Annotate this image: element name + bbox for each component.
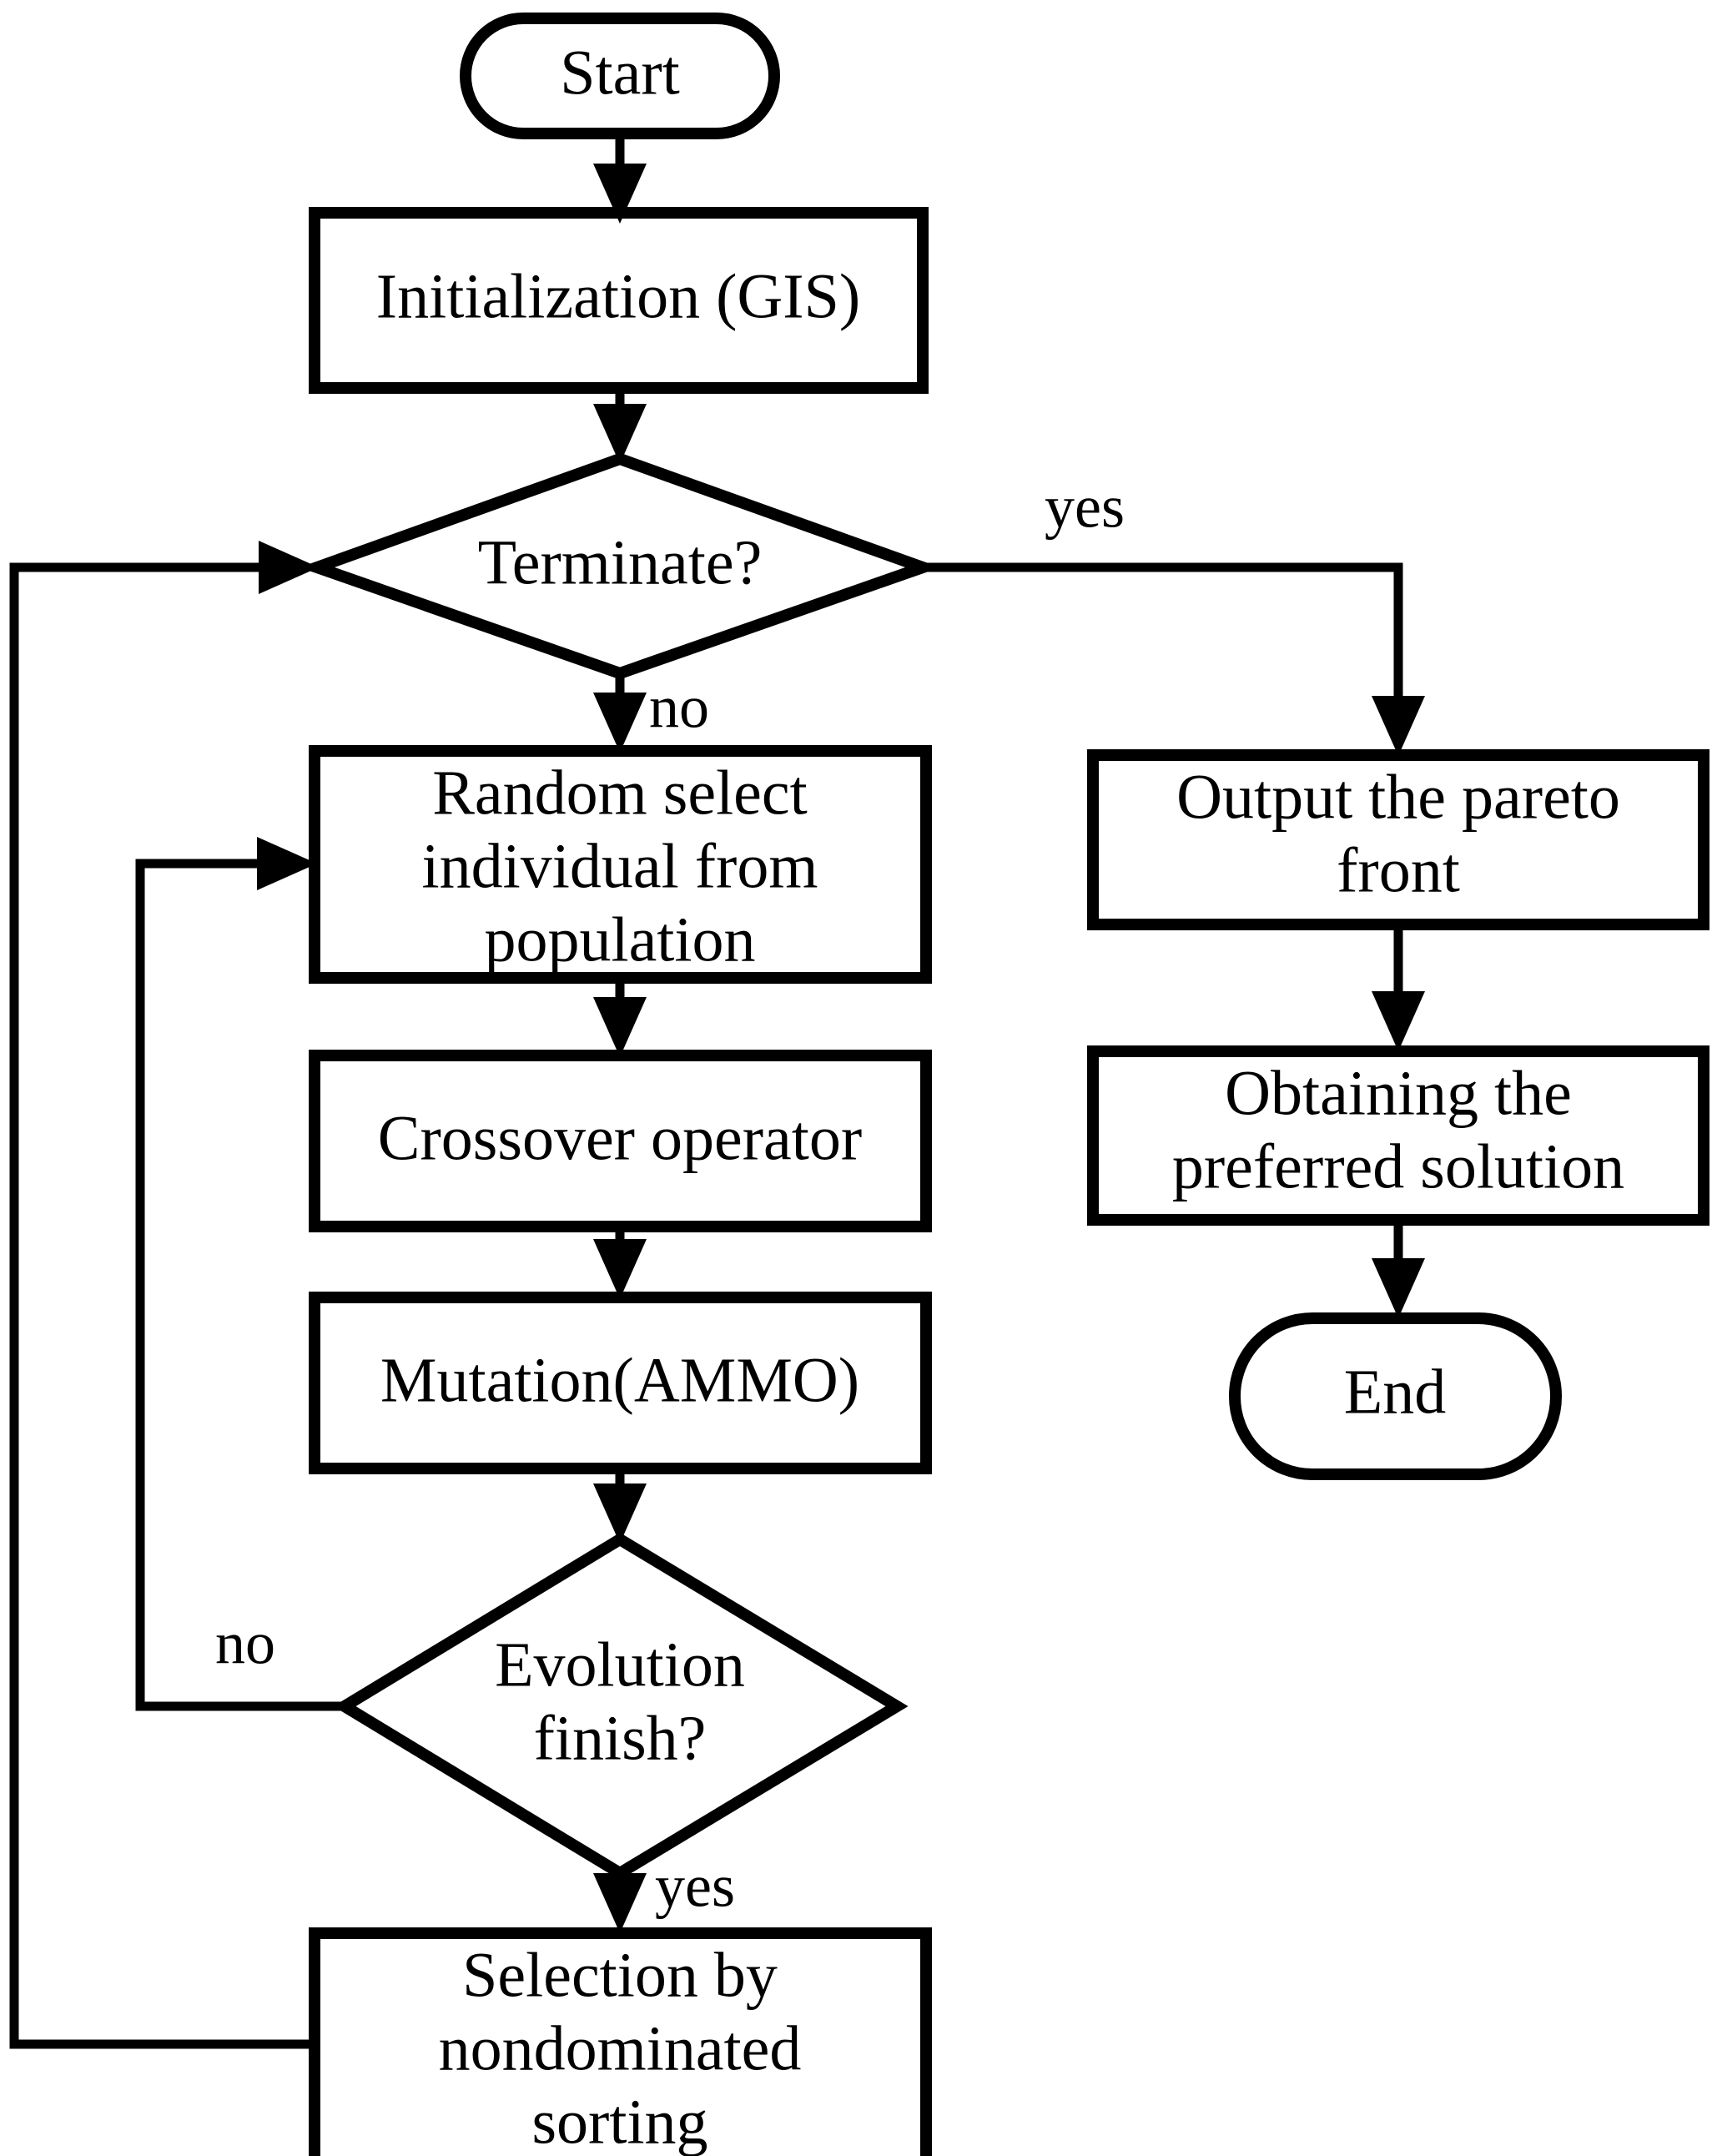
node-mutation[interactable]: Mutation(AMMO) <box>309 1292 932 1474</box>
edge-terminate-yes-to-output-pareto <box>923 562 1425 756</box>
edge-label-terminate-yes: yes <box>1045 474 1125 541</box>
node-random-select-line3: population <box>484 904 755 975</box>
node-evolution-line1: Evolution <box>495 1630 745 1700</box>
node-evolution[interactable]: Evolution finish? <box>333 1532 909 1881</box>
node-selection-line2: nondominated <box>439 2013 802 2083</box>
node-crossover[interactable]: Crossover operator <box>309 1050 932 1232</box>
node-initialization[interactable]: Initialization (GIS) <box>309 207 929 394</box>
node-evolution-line2: finish? <box>534 1703 707 1773</box>
node-terminate[interactable]: Terminate? <box>300 452 940 680</box>
node-start[interactable]: Start <box>460 13 780 139</box>
node-initialization-label: Initialization (GIS) <box>376 261 860 331</box>
node-obtaining-line2: preferred solution <box>1172 1131 1624 1201</box>
edge-selection-to-terminate <box>9 541 319 2049</box>
edge-mutation-to-evolution <box>593 1468 647 1544</box>
node-mutation-label: Mutation(AMMO) <box>380 1345 859 1415</box>
node-terminate-label: Terminate? <box>478 527 763 597</box>
node-obtaining[interactable]: Obtaining the preferred solution <box>1087 1045 1709 1226</box>
node-crossover-label: Crossover operator <box>378 1103 862 1173</box>
edge-label-evolution-no: no <box>215 1610 275 1677</box>
node-output-pareto-line1: Output the pareto <box>1176 762 1620 832</box>
edge-obtaining-to-end <box>1372 1220 1425 1318</box>
node-random-select[interactable]: Random select individual from population <box>309 745 932 984</box>
edge-label-evolution-yes: yes <box>655 1853 735 1920</box>
edge-evolution-yes-to-selection <box>593 1873 647 1933</box>
edge-start-to-initialization <box>593 133 647 224</box>
edge-output-pareto-to-obtaining <box>1372 924 1425 1051</box>
node-output-pareto[interactable]: Output the pareto front <box>1087 749 1709 930</box>
edge-random-select-to-crossover <box>593 978 647 1057</box>
node-selection-line1: Selection by <box>462 1940 778 2010</box>
edge-initialization-to-terminate <box>593 388 647 464</box>
node-random-select-line2: individual from <box>422 831 818 901</box>
edge-crossover-to-mutation <box>593 1227 647 1299</box>
edge-evolution-no-to-random-select <box>135 837 345 1711</box>
node-selection[interactable]: Selection by nondominated sorting <box>309 1927 932 2156</box>
node-start-label: Start <box>560 38 680 108</box>
node-obtaining-line1: Obtaining the <box>1225 1058 1572 1128</box>
node-selection-line3: sorting <box>531 2087 707 2156</box>
node-end[interactable]: End <box>1229 1312 1562 1480</box>
node-end-label: End <box>1344 1357 1446 1427</box>
edge-terminate-no-to-random-select <box>593 673 647 753</box>
edge-label-terminate-no: no <box>649 674 709 741</box>
node-random-select-line1: Random select <box>432 758 808 828</box>
node-output-pareto-line2: front <box>1337 835 1460 905</box>
